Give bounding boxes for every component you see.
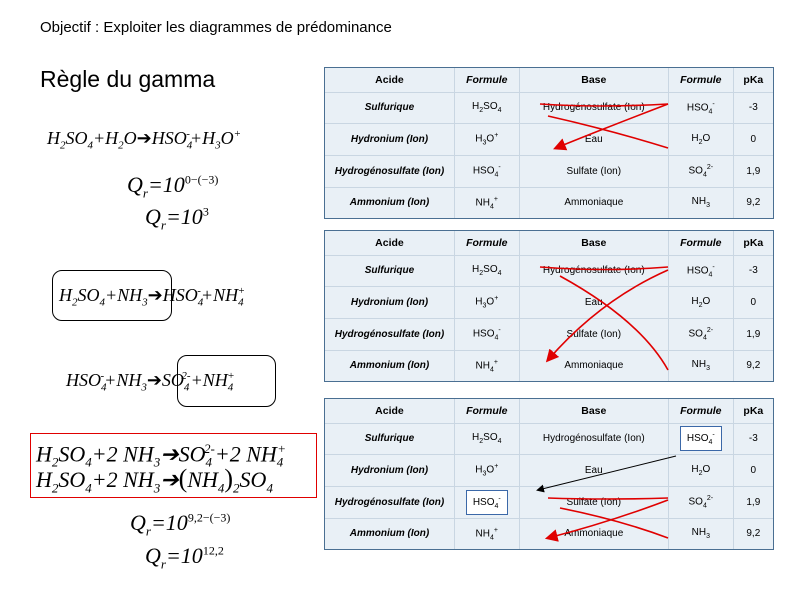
hso4-highlight-box: HSO4- [679,426,722,452]
global-equation-box [30,433,317,498]
qr-1-line1: Qr=100−(−3) [127,172,219,201]
qr-2-line1: Qr=109,2−(−3) [130,510,231,539]
hso4-acid-highlight-box: HSO4- [465,489,508,515]
qr-1-line2: Qr=103 [145,204,209,233]
qr-2-line2: Qr=1012,2 [145,543,224,572]
section-title: Règle du gamma [40,66,216,92]
sulfate-products-box [177,355,276,407]
equation-3: HSO4-+NH3➔SO42-+NH4+ [66,370,235,394]
equation-1: H2SO4+H2O➔HSO4-+H3O+ [47,128,242,152]
global-equation-1: H2SO4+2 NH3➔SO42-+2 NH4+ [36,441,287,470]
global-equation-2: H2SO4+2 NH3➔(NH4)2SO4 [36,464,273,496]
acid-reactants-box [52,270,172,321]
equation-2: H2SO4+NH3➔HSO4-+NH4+ [59,285,246,309]
header-acide: Acide [325,68,455,93]
objective-text: Objectif : Exploiter les diagrammes de p… [40,19,392,36]
